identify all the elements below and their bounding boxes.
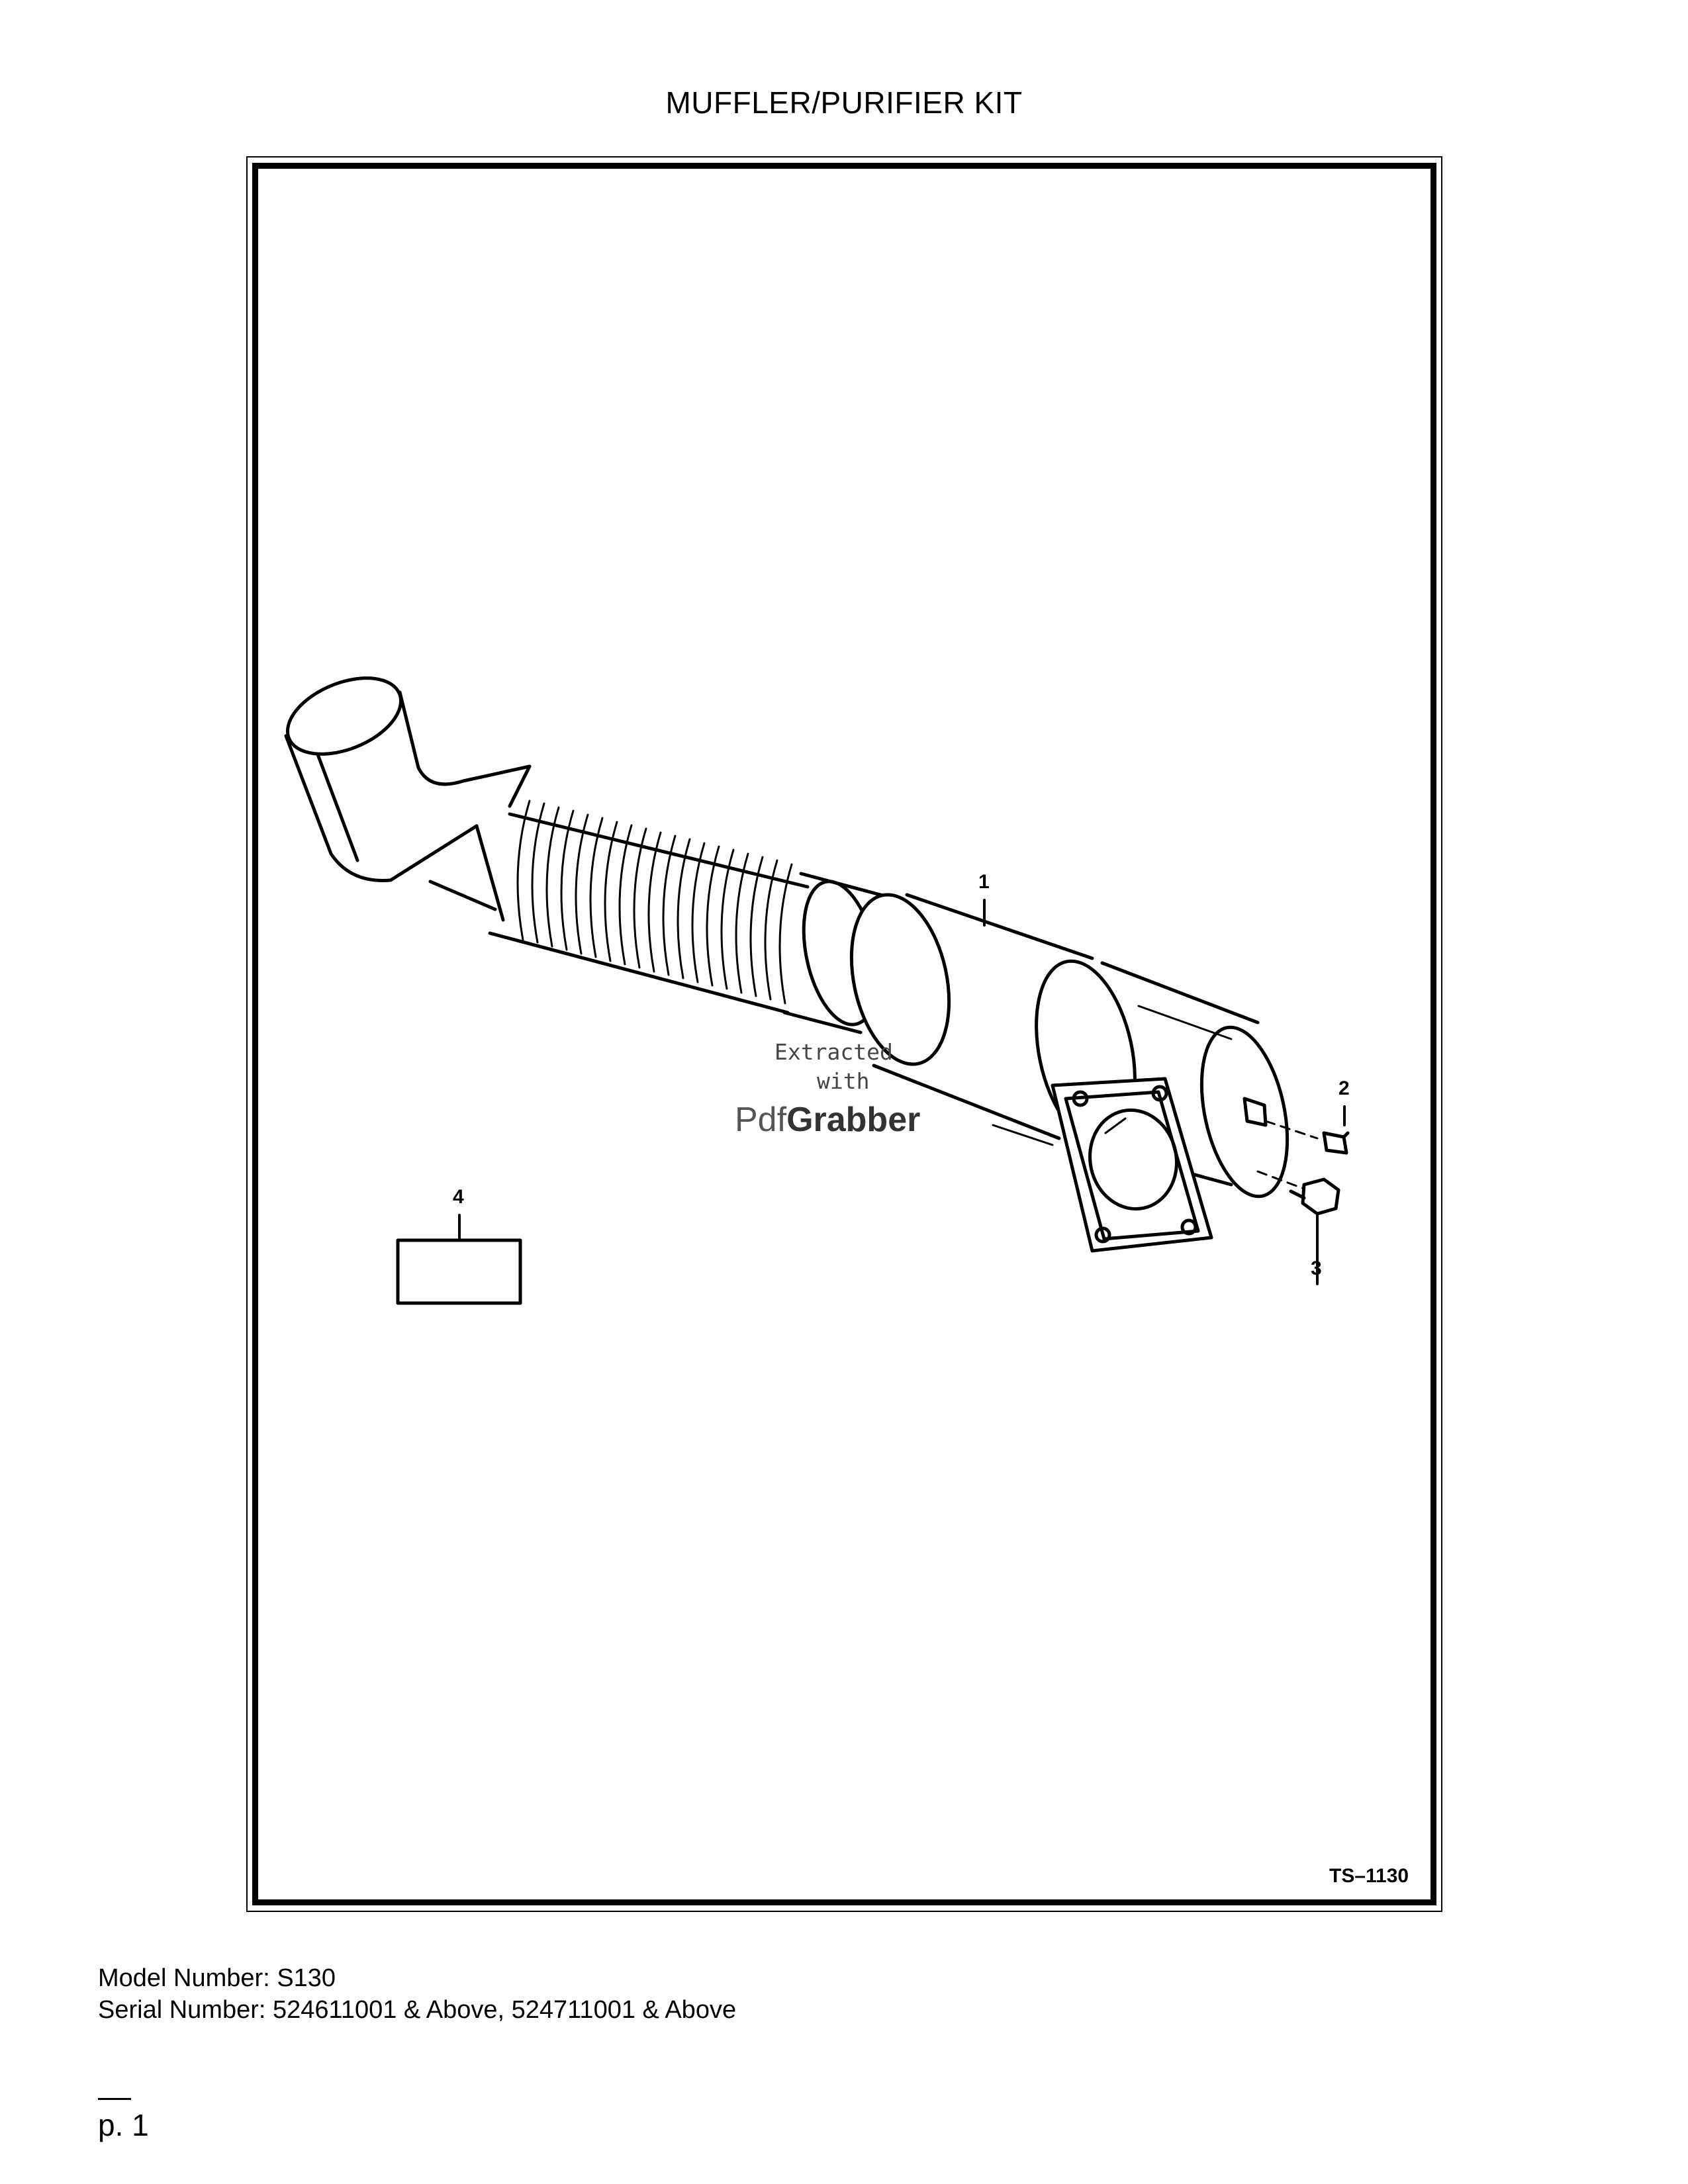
- figure-frame-inner: [252, 163, 1436, 1905]
- page-number-rule: [98, 2098, 131, 2100]
- decal-box: [396, 1238, 522, 1305]
- callout-4: 4: [453, 1186, 464, 1208]
- serial-number: Serial Number: 524611001 & Above, 524711…: [98, 1996, 737, 2024]
- figure-code: TS–1130: [1329, 1865, 1409, 1887]
- figure-frame-outer: [246, 156, 1442, 1912]
- plug: [1322, 1131, 1350, 1155]
- callout-2: 2: [1338, 1077, 1350, 1099]
- model-number: Model Number: S130: [98, 1964, 336, 1992]
- watermark-brand-prefix: Pdf: [735, 1101, 787, 1139]
- watermark-brand-suffix: Grabber: [786, 1101, 921, 1139]
- tailpipe-elbow: [284, 676, 532, 922]
- page-title: MUFFLER/PURIFIER KIT: [665, 85, 1023, 120]
- watermark-line-1: Extracted: [774, 1039, 893, 1065]
- muffler-exploded-drawing: [284, 676, 1350, 1305]
- exhaust-flange: [1051, 1077, 1213, 1253]
- clean-out-port: [1243, 1097, 1319, 1193]
- watermark-line-2: with: [817, 1068, 870, 1094]
- page-number: p. 1: [98, 2108, 149, 2142]
- flex-bellows: [488, 799, 810, 1015]
- callout-1: 1: [978, 871, 990, 893]
- callout-3: 3: [1311, 1257, 1322, 1279]
- watermark-brand: PdfGrabber: [735, 1100, 920, 1140]
- leader-lines: [458, 899, 1346, 1255]
